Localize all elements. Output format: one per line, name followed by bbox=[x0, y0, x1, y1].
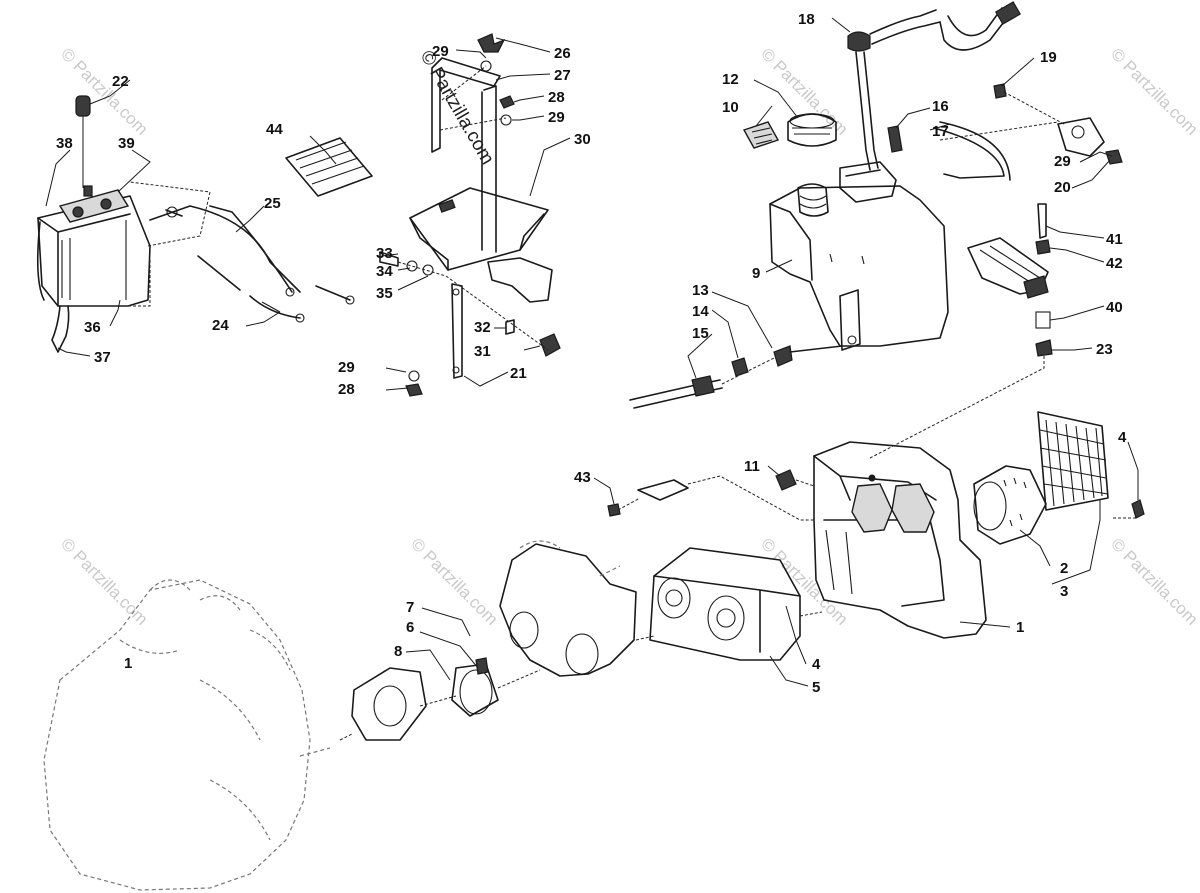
callout: 29 bbox=[338, 359, 355, 376]
callout: 35 bbox=[376, 285, 393, 302]
callout: 31 bbox=[474, 343, 491, 360]
callout: 21 bbox=[510, 365, 527, 382]
callout: 44 bbox=[266, 121, 283, 138]
callout: 32 bbox=[474, 319, 491, 336]
engine-outline bbox=[43, 579, 331, 891]
callout: 12 bbox=[722, 71, 739, 88]
callout: 29 bbox=[432, 43, 449, 60]
callout: 33 bbox=[376, 245, 393, 262]
watermark: © Partzilla.com bbox=[1107, 44, 1200, 138]
watermark: © Partzilla.com bbox=[407, 534, 501, 628]
callout: 16 bbox=[932, 98, 949, 115]
watermark: © Partzilla.com bbox=[57, 44, 151, 138]
callout: 34 bbox=[376, 263, 393, 280]
callout: 39 bbox=[118, 135, 135, 152]
callout: 19 bbox=[1040, 49, 1057, 66]
watermark: © Partzilla.com bbox=[757, 44, 851, 138]
callout: 28 bbox=[548, 89, 565, 106]
callout: 22 bbox=[112, 73, 129, 90]
watermark: © Partzilla.com bbox=[757, 534, 851, 628]
callout: 2 bbox=[1060, 560, 1068, 577]
watermark: © Partzilla.com bbox=[1107, 534, 1200, 628]
callout: 43 bbox=[574, 469, 591, 486]
leader-lines bbox=[45, 17, 1139, 687]
callout: 11 bbox=[744, 458, 760, 475]
oil-tank-assembly bbox=[629, 1, 1123, 459]
callout: 18 bbox=[798, 11, 815, 28]
callout: 37 bbox=[94, 349, 111, 366]
callout: 4 bbox=[812, 656, 821, 673]
callout: 41 bbox=[1106, 231, 1123, 248]
callout: 29 bbox=[1054, 153, 1071, 170]
airbox-assembly bbox=[339, 411, 1145, 741]
callout: 1 bbox=[1016, 619, 1024, 636]
callout-numbers: 1 1 2 3 4 4 5 6 7 8 9 10 11 12 13 14 15 … bbox=[56, 11, 1127, 696]
callout: 27 bbox=[554, 67, 571, 84]
callout: 17 bbox=[932, 123, 949, 140]
callout: 42 bbox=[1106, 255, 1123, 272]
watermark: © Partzilla.com bbox=[57, 534, 151, 628]
callout: 5 bbox=[812, 679, 820, 696]
callout: 23 bbox=[1096, 341, 1113, 358]
callout: 30 bbox=[574, 131, 591, 148]
callout: 38 bbox=[56, 135, 73, 152]
callout: 4 bbox=[1118, 429, 1127, 446]
callout: 36 bbox=[84, 319, 101, 336]
callout: 29 bbox=[548, 109, 565, 126]
callout: 14 bbox=[692, 303, 709, 320]
watermark-layer: © Partzilla.com © Partzilla.com © Partzi… bbox=[57, 44, 1200, 628]
watermark-center: © Partzilla.com bbox=[416, 47, 498, 168]
callout: 10 bbox=[722, 99, 739, 116]
battery-bracket-assembly bbox=[285, 33, 561, 397]
callout: 40 bbox=[1106, 299, 1123, 316]
callout: 13 bbox=[692, 282, 709, 299]
callout: 25 bbox=[264, 195, 281, 212]
callout: 28 bbox=[338, 381, 355, 398]
callout: 7 bbox=[406, 599, 414, 616]
callout: 24 bbox=[212, 317, 229, 334]
callout: 15 bbox=[692, 325, 709, 342]
callout: 8 bbox=[394, 643, 402, 660]
callout: 26 bbox=[554, 45, 571, 62]
callout: 3 bbox=[1060, 583, 1068, 600]
callout: 6 bbox=[406, 619, 414, 636]
callout: 20 bbox=[1054, 179, 1071, 196]
battery-assembly bbox=[36, 95, 355, 353]
callout: 9 bbox=[752, 265, 760, 282]
callout: 1 bbox=[124, 655, 132, 672]
